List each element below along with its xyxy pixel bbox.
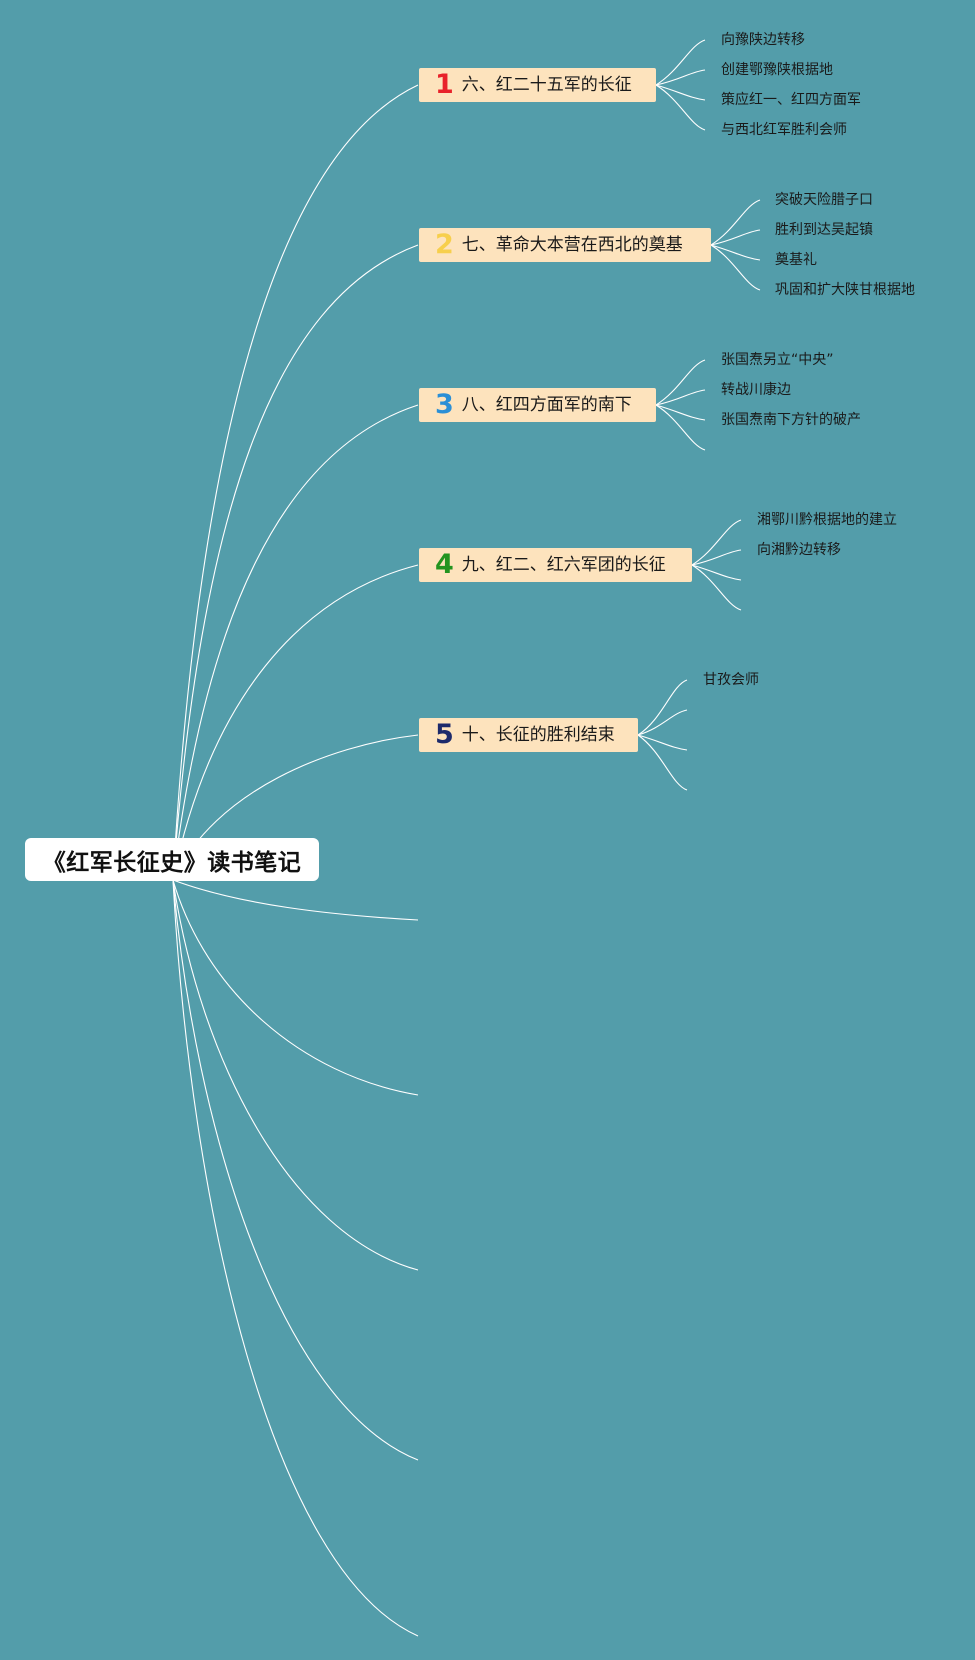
connector-b4-leaf-2 (691, 549, 742, 566)
branch-node-1[interactable]: 1 六、红二十五军的长征 (419, 68, 656, 102)
connector-b4-leaf-4 (691, 564, 742, 611)
connector-root-empty-3 (172, 879, 419, 1271)
connector-b2-leaf-4 (710, 244, 761, 291)
leaf-1-1[interactable]: 向豫陕边转移 (721, 32, 805, 48)
leaf-3-1[interactable]: 张国焘另立“中央” (721, 352, 834, 368)
branch-number-5: 5 (435, 719, 454, 750)
connector-b5-leaf-1 (637, 679, 688, 736)
branch-label-5: 十、长征的胜利结束 (461, 725, 615, 745)
connector-b2-leaf-1 (710, 199, 761, 246)
leaf-1-3[interactable]: 策应红一、红四方面军 (721, 92, 861, 108)
leaf-5-1[interactable]: 甘孜会师 (703, 672, 759, 688)
leaf-2-1[interactable]: 突破天险腊子口 (775, 192, 873, 208)
connector-b5-leaf-4 (637, 734, 688, 791)
connector-root-empty-4 (172, 879, 419, 1461)
connector-b1-leaf-2 (655, 69, 706, 86)
connector-b1-leaf-4 (655, 84, 706, 131)
leaf-1-4[interactable]: 与西北红军胜利会师 (721, 122, 847, 138)
branch-label-4: 九、红二、红六军团的长征 (461, 555, 666, 575)
branch-label-2: 七、革命大本营在西北的奠基 (461, 235, 683, 255)
connector-root-empty-2 (172, 879, 419, 1096)
connector-b3-leaf-2 (655, 389, 706, 406)
connector-b2-leaf-2 (710, 229, 761, 246)
connector-root-branch-3 (172, 404, 419, 881)
connector-root-branch-2 (172, 244, 419, 881)
leaf-2-3[interactable]: 奠基礼 (775, 252, 817, 268)
branch-node-3[interactable]: 3 八、红四方面军的南下 (419, 388, 656, 422)
leaf-2-2[interactable]: 胜利到达吴起镇 (775, 222, 873, 238)
connector-b3-leaf-1 (655, 359, 706, 406)
connector-b3-leaf-4 (655, 404, 706, 451)
connector-b2-leaf-3 (710, 244, 761, 261)
leaf-2-4[interactable]: 巩固和扩大陕甘根据地 (775, 282, 915, 298)
connector-b4-leaf-3 (691, 564, 742, 581)
branch-number-1: 1 (435, 69, 454, 100)
connector-b3-leaf-3 (655, 404, 706, 421)
leaf-3-2[interactable]: 转战川康边 (721, 382, 791, 398)
branch-number-2: 2 (435, 229, 454, 260)
leaf-4-1[interactable]: 湘鄂川黔根据地的建立 (757, 512, 897, 528)
connector-root-branch-4 (172, 564, 419, 881)
connector-b4-leaf-1 (691, 519, 742, 566)
branch-number-3: 3 (435, 389, 454, 420)
branch-node-4[interactable]: 4 九、红二、红六军团的长征 (419, 548, 692, 582)
leaf-1-2[interactable]: 创建鄂豫陕根据地 (721, 62, 833, 78)
connector-root-empty-5 (172, 879, 419, 1637)
root-node[interactable]: 《红军长征史》读书笔记 (25, 838, 319, 881)
leaf-4-2[interactable]: 向湘黔边转移 (757, 542, 841, 558)
connector-b5-leaf-3 (637, 734, 688, 751)
branch-label-1: 六、红二十五军的长征 (461, 75, 632, 95)
branch-number-4: 4 (435, 549, 454, 580)
connector-b1-leaf-3 (655, 84, 706, 101)
branch-node-2[interactable]: 2 七、革命大本营在西北的奠基 (419, 228, 711, 262)
connector-b5-leaf-2 (637, 709, 688, 736)
connector-root-branch-1 (172, 84, 419, 881)
branch-node-5[interactable]: 5 十、长征的胜利结束 (419, 718, 638, 752)
leaf-3-3[interactable]: 张国焘南下方针的破产 (721, 412, 861, 428)
root-title: 《红军长征史》读书笔记 (42, 849, 302, 876)
connector-root-empty-1 (172, 879, 419, 921)
branch-label-3: 八、红四方面军的南下 (461, 395, 632, 415)
connector-b1-leaf-1 (655, 39, 706, 86)
